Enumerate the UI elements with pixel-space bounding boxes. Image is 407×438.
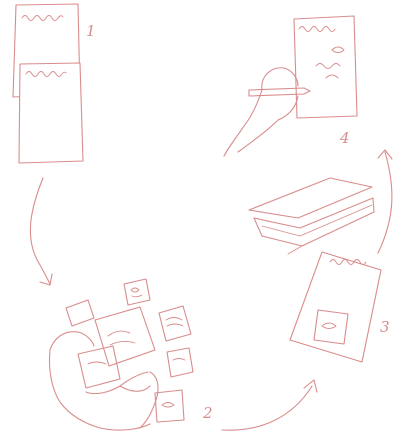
stamp-small-2 [124,279,150,305]
step-number-4: 4 [339,129,350,147]
stamp-small-5 [155,390,184,422]
stamp-large [95,307,155,366]
stamp-small-4 [167,348,193,377]
arrow-1-to-2 [30,178,52,285]
arrow-3-to-4 [378,150,392,253]
writing-hand [224,68,298,156]
ink-pad-lid [249,178,372,218]
step2-hand-with-stamps: 2 [49,279,212,430]
step-number-2: 2 [202,404,213,422]
pencil [249,88,310,96]
written-marks [316,47,344,78]
stamp-small-1 [66,300,94,326]
ink-pad-base [254,198,374,246]
paper-front [19,63,83,163]
stamped-sheet [290,252,381,362]
paper-back-scribble [22,16,63,21]
hand [49,332,158,430]
step-number-1: 1 [86,22,96,40]
step3-ink-pad-and-sheet: 3 [249,178,390,362]
step-number-3: 3 [380,318,390,336]
stamp-small-3 [159,306,191,341]
step1-papers: 1 [13,4,96,163]
stamp-mark [314,310,348,344]
stamp-medium [78,346,120,388]
arrow-2-to-3 [222,380,317,430]
step4-hand-writing: 4 [224,16,357,156]
